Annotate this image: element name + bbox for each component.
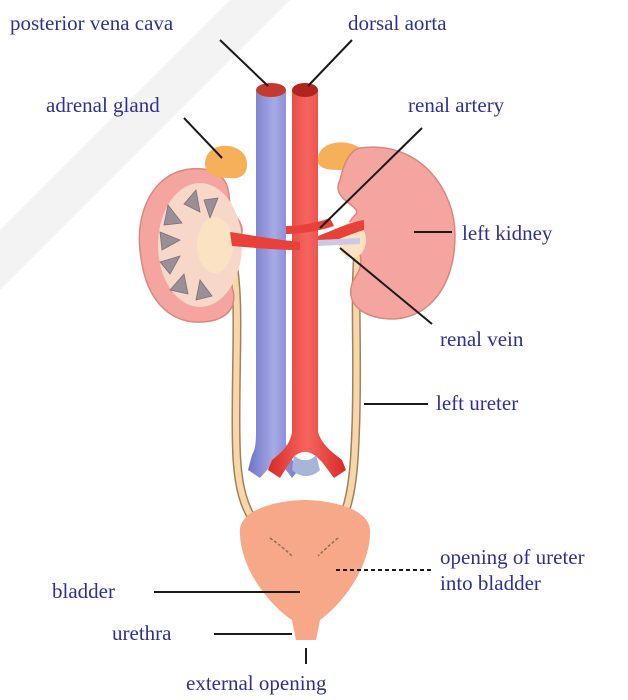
pointer-posterior-vena-cava — [220, 40, 268, 86]
label-left-kidney: left kidney — [462, 221, 553, 245]
pointer-dorsal-aorta — [308, 40, 352, 86]
label-renal-vein: renal vein — [440, 327, 524, 351]
left-kidney-organ — [338, 147, 455, 319]
label-opening-of-ureter-line1: opening of ureter — [440, 545, 585, 569]
label-renal-artery: renal artery — [408, 93, 505, 117]
label-adrenal-gland: adrenal gland — [46, 93, 160, 117]
right-adrenal-gland — [205, 146, 247, 179]
label-posterior-vena-cava: posterior vena cava — [10, 11, 174, 35]
label-opening-of-ureter-line2: into bladder — [440, 571, 541, 595]
label-left-ureter: left ureter — [436, 391, 518, 415]
label-external-opening: external opening — [186, 671, 327, 695]
label-bladder: bladder — [52, 579, 115, 603]
right-kidney — [139, 169, 242, 323]
label-urethra: urethra — [112, 621, 172, 645]
label-dorsal-aorta: dorsal aorta — [348, 11, 447, 35]
pointer-adrenal-gland — [184, 118, 222, 158]
